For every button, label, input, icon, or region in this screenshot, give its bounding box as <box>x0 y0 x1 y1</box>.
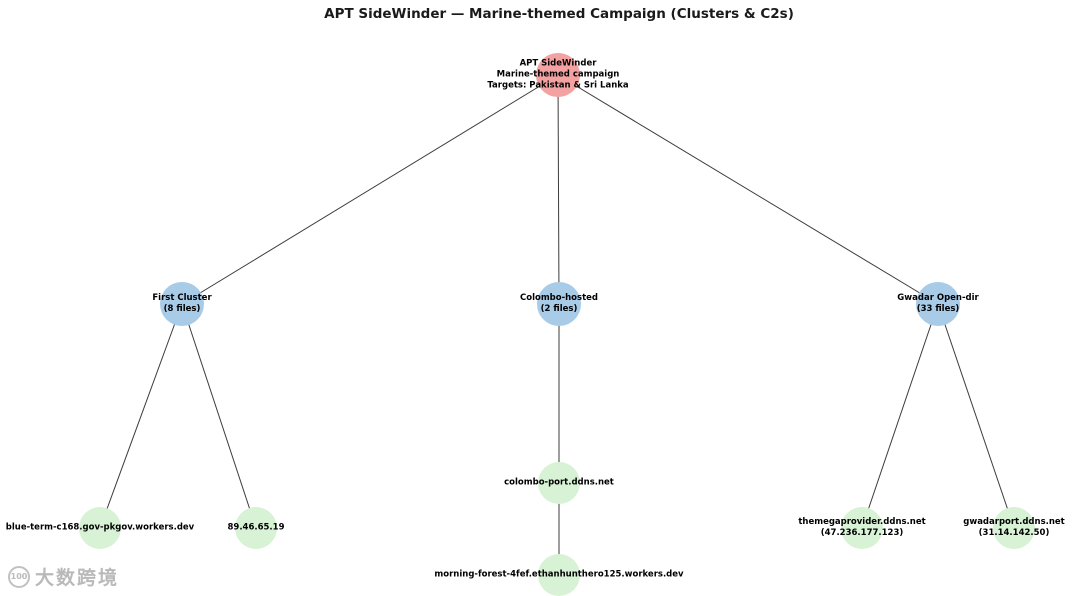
watermark: 100 大数跨境 <box>8 563 119 590</box>
edge-gwadar-open-dir-to-themegaprovider-ddns <box>861 303 939 529</box>
watermark-text: 大数跨境 <box>35 567 120 589</box>
edge-root-to-colombo-hosted <box>557 74 560 305</box>
edge-gwadar-open-dir-to-gwadarport-ddns <box>937 303 1015 529</box>
node-label-morning-forest-workers-dev: morning-forest-4fef.ethanhunthero125.wor… <box>434 569 684 580</box>
node-label-ip-89-46-65-19: 89.46.65.19 <box>227 522 285 533</box>
edge-root-to-first-cluster <box>181 74 559 305</box>
edge-first-cluster-to-ip-89-46-65-19 <box>181 303 257 529</box>
edge-root-to-gwadar-open-dir <box>557 74 939 305</box>
node-label-colombo-port-ddns: colombo-port.ddns.net <box>504 477 614 488</box>
node-label-themegaprovider-ddns: themegaprovider.ddns.net(47.236.177.123) <box>798 516 926 538</box>
node-label-gwadarport-ddns: gwadarport.ddns.net(31.14.142.50) <box>963 516 1065 538</box>
node-ip-89-46-65-19 <box>235 507 277 549</box>
node-first-cluster <box>160 282 204 326</box>
node-gwadar-open-dir <box>916 282 960 326</box>
node-label-colombo-hosted: Colombo-hosted(2 files) <box>519 292 599 314</box>
diagram-title: APT SideWinder — Marine-themed Campaign … <box>324 6 794 22</box>
node-label-gwadar-open-dir: Gwadar Open-dir(33 files) <box>897 292 979 314</box>
node-blue-term-workers-dev <box>79 507 121 549</box>
node-label-first-cluster: First Cluster(8 files) <box>152 292 212 314</box>
node-morning-forest-workers-dev <box>538 554 580 596</box>
node-themegaprovider-ddns <box>841 507 883 549</box>
node-root <box>536 53 580 97</box>
node-label-blue-term-workers-dev: blue-term-c168.gov-pkgov.workers.dev <box>5 522 195 533</box>
watermark-logo-icon: 100 <box>8 565 30 588</box>
node-colombo-port-ddns <box>538 462 580 504</box>
edge-first-cluster-to-blue-term-workers-dev <box>99 303 183 529</box>
node-colombo-hosted <box>537 282 581 326</box>
node-gwadarport-ddns <box>993 507 1035 549</box>
